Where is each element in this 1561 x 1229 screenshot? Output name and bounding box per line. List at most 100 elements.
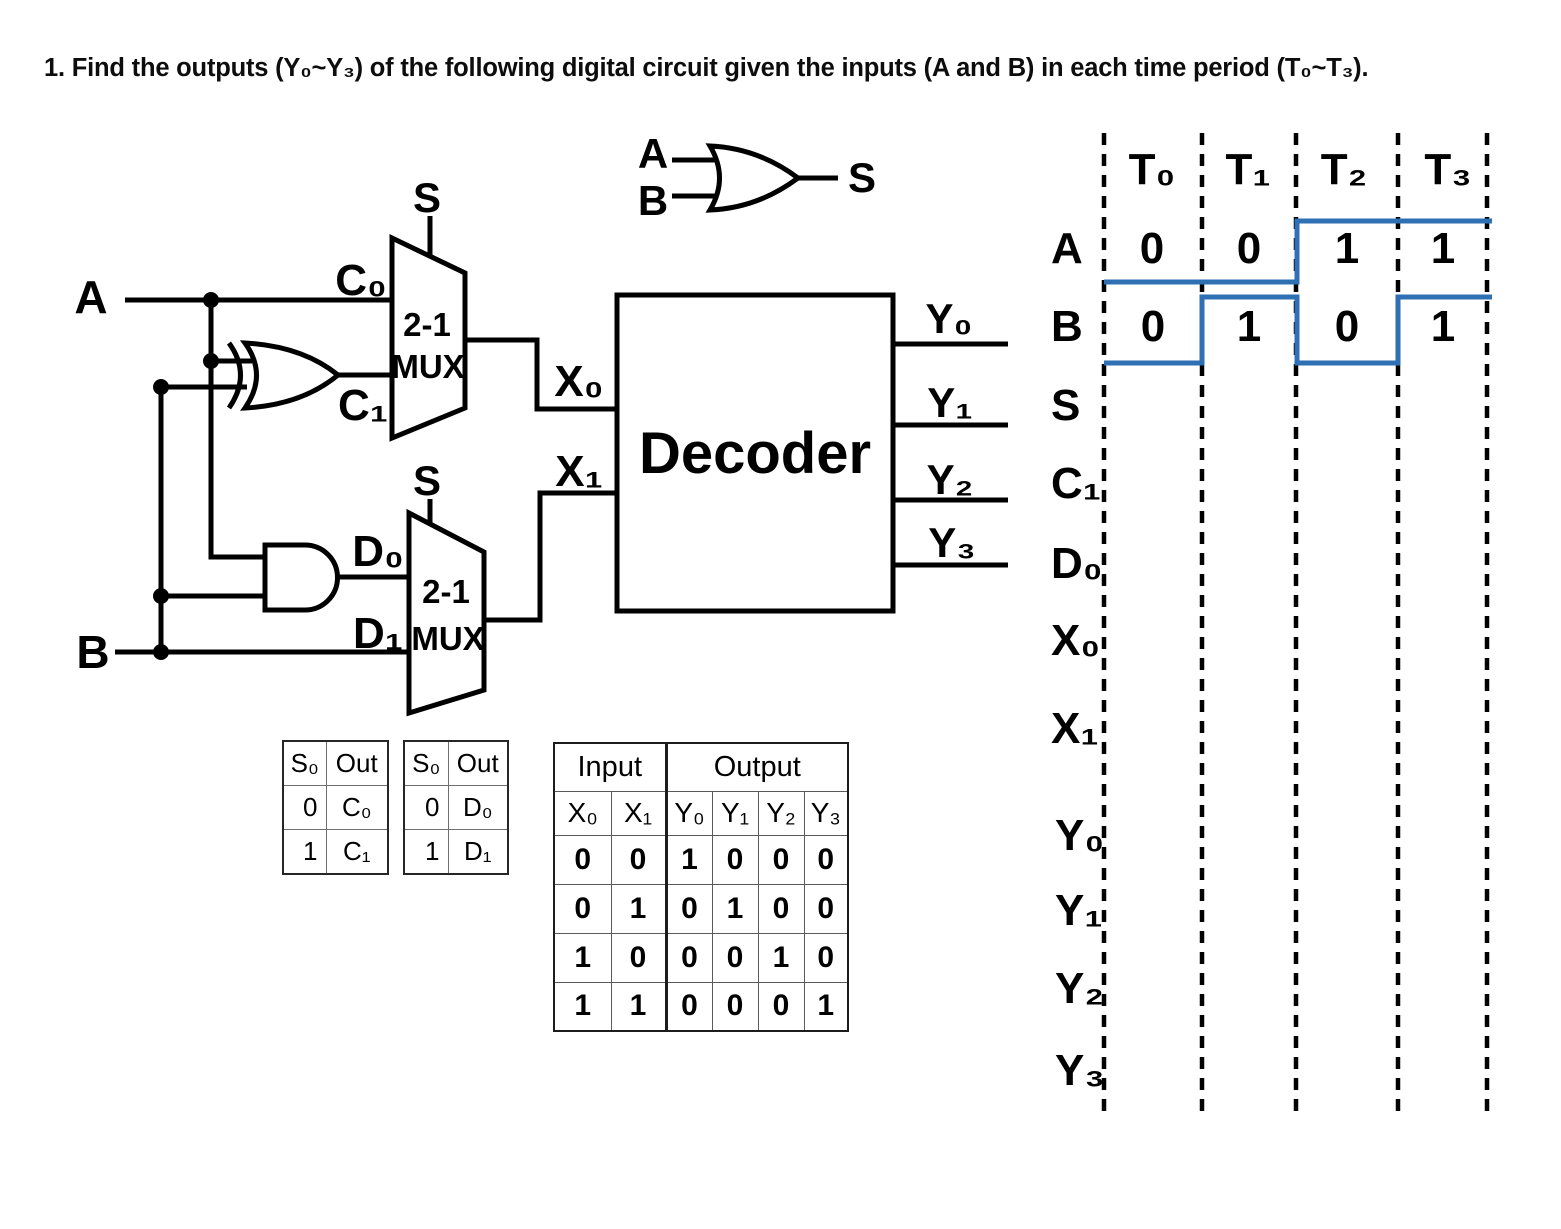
signal-b-t3-value: 1 <box>1431 302 1455 351</box>
signal-x1-label: X₁ <box>1051 704 1099 753</box>
signal-y1-label: Y₁ <box>1055 886 1103 935</box>
mux-bottom-body <box>406 508 487 717</box>
table-cell: 0 <box>757 834 805 885</box>
xor-gate-back-arc <box>226 341 243 410</box>
or-gate <box>705 143 803 213</box>
signal-y3-label: Y₃ <box>1055 1046 1105 1095</box>
circuit-wires <box>115 157 1008 655</box>
period-t0-label: T₀ <box>1129 145 1176 194</box>
table-cell: 1 <box>757 932 805 983</box>
signal-c1-label: C₁ <box>1051 459 1101 508</box>
mux-top-select-label: S <box>413 174 441 221</box>
signal-a-label: A <box>1051 224 1083 273</box>
table-cell: D₀ <box>447 785 509 830</box>
signal-a-t0-value: 0 <box>1140 224 1164 273</box>
signal-d0-label: D₀ <box>1051 539 1103 588</box>
x0-label: X₀ <box>554 357 603 406</box>
decoder-box <box>614 292 896 614</box>
waveform-a <box>1104 218 1492 285</box>
table-cell: 0 <box>757 883 805 934</box>
table-cell: Y₂ <box>757 790 805 836</box>
table-cell: 1 <box>610 981 667 1032</box>
waveform-b <box>1104 294 1492 366</box>
mux-top-c1-label: C₁ <box>338 381 388 430</box>
table-cell: 1 <box>282 829 327 875</box>
table-cell: 0 <box>610 834 667 885</box>
mux-top-type-label: MUX <box>391 348 464 385</box>
input-a-label: A <box>74 271 107 323</box>
table-cell: 0 <box>664 883 713 934</box>
junction-dot <box>153 379 169 395</box>
table-cell: 1 <box>553 932 612 983</box>
junction-dot <box>153 588 169 604</box>
period-t3-label: T₃ <box>1424 145 1471 194</box>
and-gate <box>262 542 340 613</box>
table-cell: 0 <box>711 932 759 983</box>
table-cell: C₁ <box>325 829 389 875</box>
decoder-y3-label: Y₃ <box>928 519 975 566</box>
decoder-truth-table: Input Output X₀ X₁ Y₀ Y₁ Y₂ Y₃ 0 0 1 0 0… <box>553 742 849 1032</box>
signal-y2-label: Y₂ <box>1055 964 1104 1013</box>
junction-dot <box>203 353 219 369</box>
or-inset-b-label: B <box>638 177 668 224</box>
table-cell: 1 <box>803 981 849 1032</box>
mux-bottom-truth-table: S₀ Out 0 D₀ 1 D₁ <box>403 740 509 875</box>
table-cell: Output <box>664 742 849 792</box>
mux-top-size-label: 2-1 <box>403 306 451 343</box>
mux-bottom-d0-label: D₀ <box>352 527 404 576</box>
decoder-y0-label: Y₀ <box>926 295 973 342</box>
decoder-y2-label: Y₂ <box>927 456 974 503</box>
signal-b-t2-value: 0 <box>1335 302 1359 351</box>
x1-label: X₁ <box>555 447 603 496</box>
table-cell: 0 <box>282 785 327 830</box>
table-cell: 1 <box>403 829 449 875</box>
table-cell: Y₀ <box>664 790 713 836</box>
table-cell: X₁ <box>610 790 667 836</box>
signal-b-t0-value: 0 <box>1141 302 1165 351</box>
junction-dot <box>153 644 169 660</box>
signal-b-t1-value: 1 <box>1237 302 1261 351</box>
table-cell: 0 <box>803 883 849 934</box>
table-cell: Y₁ <box>711 790 759 836</box>
signal-b-label: B <box>1051 302 1083 351</box>
table-cell: 0 <box>403 785 449 830</box>
signal-a-t2-value: 1 <box>1335 224 1359 273</box>
table-cell: S₀ <box>403 740 449 786</box>
table-cell: Out <box>447 740 509 786</box>
mux-bottom-type-label: MUX <box>411 620 484 657</box>
mux-top-truth-table: S₀ Out 0 C₀ 1 C₁ <box>282 740 389 875</box>
junction-dot <box>203 292 219 308</box>
table-cell: 0 <box>610 932 667 983</box>
table-cell: 1 <box>664 834 713 885</box>
mux-bottom-size-label: 2-1 <box>422 573 470 610</box>
or-inset-s-label: S <box>848 154 876 201</box>
table-cell: Out <box>325 740 389 786</box>
table-cell: 0 <box>803 932 849 983</box>
table-cell: 0 <box>553 834 612 885</box>
table-cell: 1 <box>610 883 667 934</box>
table-cell: C₀ <box>325 785 389 830</box>
table-cell: 0 <box>803 834 849 885</box>
table-cell: 0 <box>757 981 805 1032</box>
table-cell: 0 <box>553 883 612 934</box>
period-t2-label: T₂ <box>1321 145 1367 194</box>
signal-s-label: S <box>1051 381 1080 430</box>
table-cell: S₀ <box>282 740 327 786</box>
timing-dashed-gridlines <box>1101 133 1490 1118</box>
table-cell: 0 <box>711 834 759 885</box>
signal-y0-label: Y₀ <box>1055 811 1104 860</box>
table-cell: Y₃ <box>803 790 849 836</box>
table-cell: 0 <box>664 981 713 1032</box>
table-cell: 1 <box>553 981 612 1032</box>
or-inset-a-label: A <box>638 130 668 177</box>
signal-x0-label: X₀ <box>1051 616 1100 665</box>
mux-top-body <box>389 234 468 442</box>
table-cell: 0 <box>664 932 713 983</box>
decoder-y1-label: Y₁ <box>927 379 972 426</box>
decoder-label: Decoder <box>639 421 871 486</box>
table-cell: Input <box>553 742 667 792</box>
page-title: 1. Find the outputs (Y₀~Y₃) of the follo… <box>44 54 1369 82</box>
signal-a-t3-value: 1 <box>1431 224 1455 273</box>
